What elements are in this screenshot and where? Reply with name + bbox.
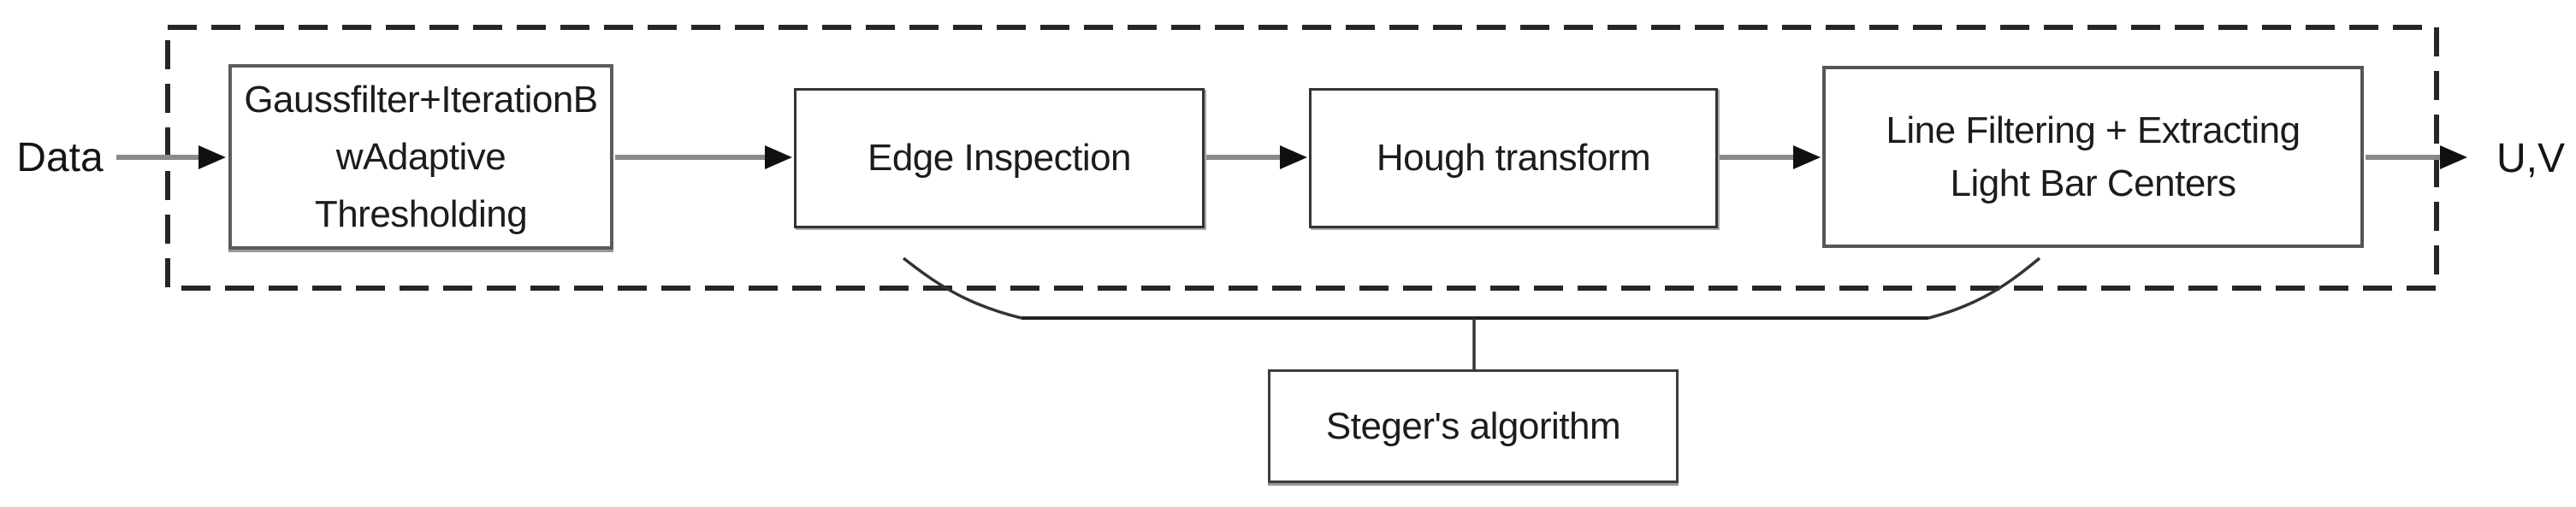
box-label-line: Steger's algorithm — [1325, 404, 1621, 447]
box-label-line: Gaussfilter+IterationB — [244, 79, 598, 121]
process-box-edge-inspection: Edge Inspection — [794, 88, 1205, 228]
output-uv-label: U,V — [2496, 135, 2565, 181]
brace-right-curve — [1928, 256, 2041, 320]
box-label-line: wAdaptive — [335, 136, 506, 178]
brace-left-curve — [902, 256, 1022, 320]
process-box-gauss-adaptive-threshold: Gaussfilter+IterationB wAdaptive Thresho… — [228, 64, 613, 250]
process-box-line-filtering: Line Filtering + Extracting Light Bar Ce… — [1822, 66, 2364, 248]
input-data-label: Data — [16, 134, 104, 180]
box-label-line: Hough transform — [1376, 137, 1651, 179]
box-label-line: Thresholding — [314, 193, 528, 235]
box-label-line: Edge Inspection — [867, 137, 1132, 179]
box-label-line: Light Bar Centers — [1950, 162, 2236, 204]
process-box-hough-transform: Hough transform — [1309, 88, 1718, 228]
annotation-box-steger: Steger's algorithm — [1268, 369, 1679, 483]
box-label-line: Line Filtering + Extracting — [1886, 109, 2301, 151]
pipeline-dashed-boundary — [165, 25, 2439, 291]
